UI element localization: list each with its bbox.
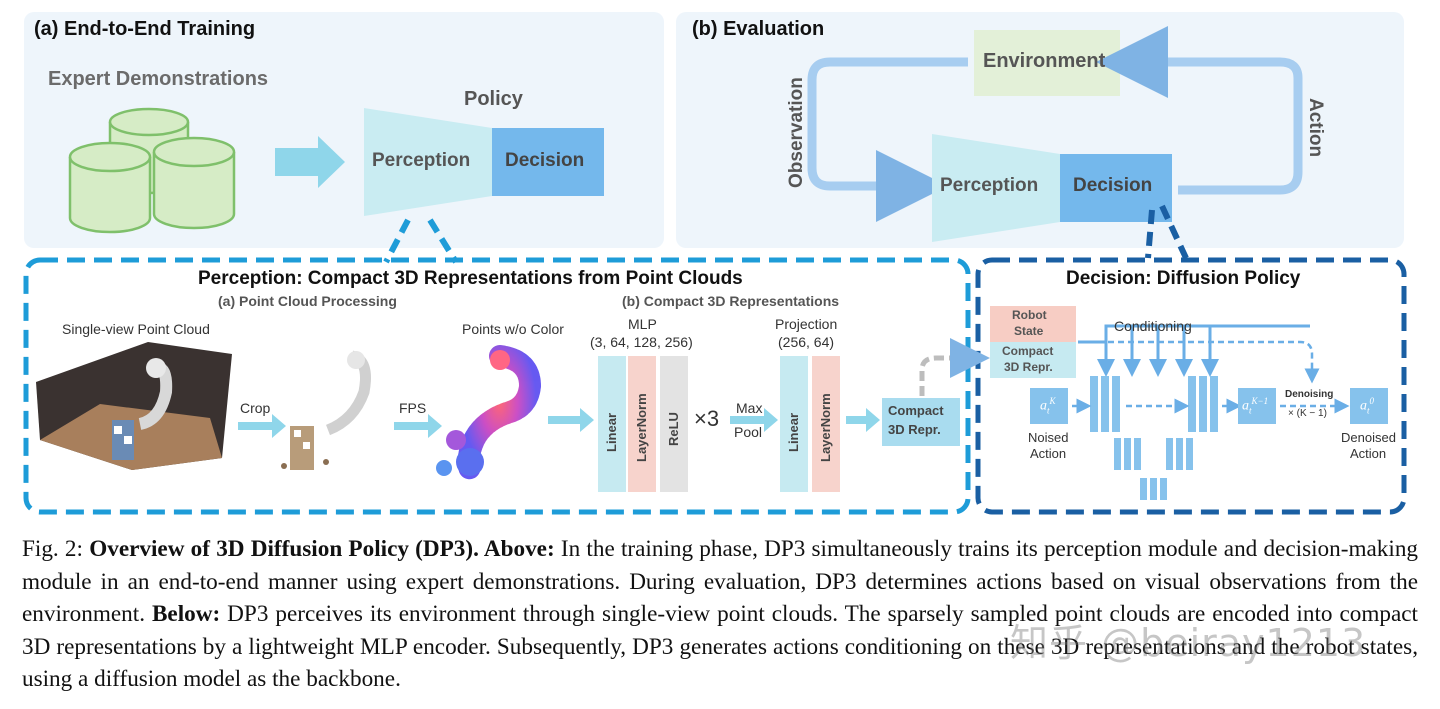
- figure: (a) End-to-End Training Expert Demonstra…: [23, 12, 1407, 515]
- linear-label-2: Linear: [786, 412, 801, 452]
- compact-input-label-1: Compact: [1002, 344, 1054, 358]
- fps-label: FPS: [399, 400, 427, 416]
- figure-canvas: [23, 12, 1407, 515]
- caption-bold-title: Overview of 3D Diffusion Policy (DP3). A…: [89, 536, 555, 562]
- noised-label-2: Action: [1030, 446, 1067, 461]
- conditioning-line-dashed: [1078, 340, 1320, 384]
- linear-label-1: Linear: [604, 412, 619, 452]
- point-cloud-processing-subtitle: (a) Point Cloud Processing: [218, 293, 397, 309]
- caption-bold-below: Below:: [151, 601, 221, 627]
- decision-shape-a: [492, 128, 604, 196]
- conditioning-line: [1078, 324, 1310, 344]
- single-view-label: Single-view Point Cloud: [62, 321, 210, 337]
- layernorm-layer-1: [628, 356, 656, 492]
- perception-box-title: Perception: Compact 3D Representations f…: [198, 268, 743, 289]
- panel-b-title: (b) Evaluation: [692, 18, 825, 40]
- observation-arrow: [807, 57, 968, 222]
- perception-shape-b: [932, 134, 1060, 242]
- fps-arrow: [394, 414, 442, 438]
- points-without-color-image: [436, 345, 542, 481]
- relu-layer: [660, 356, 688, 492]
- crop-label: Crop: [240, 400, 271, 416]
- pool-label: Pool: [734, 424, 763, 440]
- caption-text-1: In the training phase, DP3 simultaneousl…: [22, 536, 1419, 627]
- compact-input-label-2: 3D Repr.: [1004, 360, 1053, 374]
- figure-caption: Fig. 2: Overview of 3D Diffusion Policy …: [22, 533, 1418, 696]
- linear-layer-1: [598, 356, 626, 492]
- compact-to-decision-arrow: [919, 338, 990, 396]
- denoised-label-1: Denoised: [1341, 430, 1396, 445]
- compact-repr-label-2: 3D Repr.: [888, 422, 941, 437]
- cropped-point-cloud-image: [281, 350, 371, 470]
- point-cloud-scene-image: [36, 342, 232, 470]
- mlp-label: MLP: [628, 316, 657, 332]
- max-label: Max: [736, 400, 763, 416]
- environment-shape: [974, 30, 1120, 96]
- robot-state-label-1: Robot: [1012, 308, 1047, 322]
- decision-label-b: Decision: [1073, 175, 1153, 196]
- mlp-input-arrow: [548, 408, 594, 432]
- conditioning-arrows: [1097, 326, 1219, 377]
- panel-a-title: (a) End-to-End Training: [34, 18, 256, 40]
- intermediate-action-symbol: atK−1: [1242, 396, 1269, 416]
- decision-box-title: Decision: Diffusion Policy: [1066, 268, 1301, 289]
- compact-repr-label-1: Compact: [888, 403, 944, 418]
- policy-label: Policy: [464, 88, 523, 110]
- points-without-color-label: Points w/o Color: [462, 321, 564, 337]
- noised-action-box: [1030, 388, 1068, 424]
- compact-repr-box: [882, 398, 960, 446]
- perception-dashed-box: [23, 257, 971, 515]
- robot-state-box: [990, 306, 1076, 342]
- maxpool-arrow: [730, 408, 778, 432]
- linear-layer-2: [780, 356, 808, 492]
- observation-label: Observation: [786, 77, 807, 188]
- compact-repr-input-box: [990, 342, 1076, 378]
- layernorm-layer-2: [812, 356, 840, 492]
- dashed-connector-b-right: [1159, 204, 1189, 260]
- database-cylinders-icon: [68, 107, 236, 234]
- noised-label-1: Noised: [1028, 430, 1069, 445]
- expert-demonstrations-label: Expert Demonstrations: [48, 68, 269, 90]
- projection-output-arrow: [846, 408, 880, 432]
- projection-dims-label: (256, 64): [778, 334, 835, 350]
- dashed-connector-b-left: [1145, 209, 1155, 259]
- perception-label-b: Perception: [940, 175, 1039, 196]
- projection-label: Projection: [775, 316, 838, 332]
- unet-blocks: [1090, 376, 1218, 500]
- action-arrow: [1096, 26, 1303, 195]
- watermark: 知乎 @beiray1213: [1010, 621, 1367, 665]
- mlp-dims-label: (3, 64, 128, 256): [590, 334, 693, 350]
- denoised-label-2: Action: [1350, 446, 1387, 461]
- denoised-action-box: [1350, 388, 1388, 424]
- action-label: Action: [1305, 98, 1326, 158]
- compact-representations-subtitle: (b) Compact 3D Representations: [622, 293, 840, 309]
- denoising-label: Denoising: [1285, 389, 1334, 400]
- crop-arrow: [238, 414, 286, 438]
- caption-paragraph: Fig. 2: Overview of 3D Diffusion Policy …: [22, 533, 1418, 696]
- intermediate-action-box: [1238, 388, 1276, 424]
- perception-shape-a: [364, 108, 492, 216]
- caption-text-2: DP3 perceives its environment through si…: [22, 601, 1418, 692]
- decision-label-a: Decision: [505, 150, 585, 171]
- decision-dashed-box: [975, 257, 1407, 515]
- layernorm-label-1: LayerNorm: [634, 393, 649, 462]
- denoised-action-symbol: at0: [1360, 396, 1375, 416]
- relu-label: ReLU: [666, 412, 681, 446]
- noised-action-symbol: atK: [1040, 396, 1056, 416]
- dashed-connector-right: [427, 218, 459, 264]
- times-three-label: ×3: [694, 406, 720, 431]
- robot-state-label-2: State: [1014, 324, 1044, 338]
- environment-label: Environment: [983, 50, 1106, 72]
- conditioning-label: Conditioning: [1114, 318, 1192, 334]
- denoising-mult-label: × (K − 1): [1288, 408, 1327, 419]
- perception-label-a: Perception: [372, 150, 471, 171]
- layernorm-label-2: LayerNorm: [818, 393, 833, 462]
- training-arrow: [275, 136, 345, 188]
- dashed-connector-left: [383, 218, 411, 264]
- caption-fig-label: Fig. 2:: [22, 536, 90, 562]
